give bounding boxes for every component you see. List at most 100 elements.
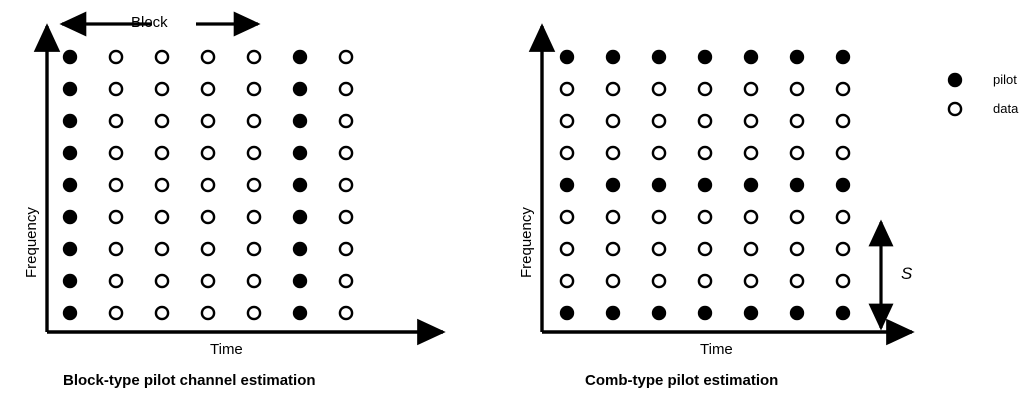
marker-data — [154, 145, 170, 161]
marker-data — [246, 113, 262, 129]
marker-data — [154, 209, 170, 225]
marker-data — [154, 305, 170, 321]
marker-data — [246, 49, 262, 65]
marker-data — [108, 273, 124, 289]
marker-pilot — [62, 177, 78, 193]
marker-data — [743, 145, 759, 161]
marker-data — [338, 177, 354, 193]
marker-data — [835, 273, 851, 289]
comb-x-axis-label: Time — [700, 341, 733, 358]
marker-pilot — [651, 177, 667, 193]
marker-data — [697, 113, 713, 129]
legend-data-label: data — [993, 101, 1019, 116]
marker-data — [605, 209, 621, 225]
marker-data — [200, 81, 216, 97]
marker-pilot — [292, 49, 308, 65]
marker-data — [246, 177, 262, 193]
marker-pilot — [559, 177, 575, 193]
marker-data — [559, 113, 575, 129]
marker-data — [154, 49, 170, 65]
marker-data — [743, 113, 759, 129]
marker-pilot — [62, 81, 78, 97]
marker-data — [789, 209, 805, 225]
marker-data — [605, 113, 621, 129]
comb-y-axis-label: Frequency — [518, 207, 535, 278]
block-type-panel — [33, 11, 446, 346]
comb-spacing-label: S — [901, 264, 913, 283]
marker-data — [108, 113, 124, 129]
marker-pilot — [559, 49, 575, 65]
block-span-label: Block — [131, 14, 168, 31]
marker-data — [338, 81, 354, 97]
marker-data — [743, 209, 759, 225]
block-y-axis-label: Frequency — [23, 207, 40, 278]
marker-data — [246, 145, 262, 161]
marker-data — [697, 241, 713, 257]
marker-pilot — [62, 49, 78, 65]
marker-data — [108, 241, 124, 257]
marker-data — [835, 209, 851, 225]
marker-data — [108, 81, 124, 97]
marker-pilot — [697, 177, 713, 193]
legend-pilot-label: pilot — [993, 72, 1017, 87]
comb-panel-caption: Comb-type pilot estimation — [585, 372, 779, 389]
marker-data — [605, 241, 621, 257]
comb-grid-markers — [559, 49, 851, 321]
marker-pilot — [62, 145, 78, 161]
marker-data — [338, 49, 354, 65]
marker-data — [743, 273, 759, 289]
marker-data — [246, 81, 262, 97]
marker-pilot — [292, 113, 308, 129]
marker-data — [246, 241, 262, 257]
marker-data — [651, 241, 667, 257]
marker-data — [835, 113, 851, 129]
marker-data — [835, 145, 851, 161]
marker-data — [697, 209, 713, 225]
marker-data — [200, 273, 216, 289]
marker-pilot — [835, 49, 851, 65]
marker-pilot — [62, 241, 78, 257]
marker-data — [338, 241, 354, 257]
marker-pilot — [743, 305, 759, 321]
marker-data — [338, 113, 354, 129]
marker-pilot — [651, 49, 667, 65]
marker-data — [108, 145, 124, 161]
marker-pilot — [835, 305, 851, 321]
marker-data — [559, 273, 575, 289]
marker-data — [154, 241, 170, 257]
marker-pilot — [62, 305, 78, 321]
marker-data — [605, 81, 621, 97]
block-panel-caption: Block-type pilot channel estimation — [63, 372, 316, 389]
marker-data — [338, 305, 354, 321]
marker-data — [154, 177, 170, 193]
marker-data — [743, 81, 759, 97]
marker-pilot — [789, 49, 805, 65]
marker-data — [246, 273, 262, 289]
marker-data — [246, 305, 262, 321]
marker-pilot — [292, 81, 308, 97]
marker-pilot — [292, 209, 308, 225]
marker-data — [108, 49, 124, 65]
marker-data — [200, 113, 216, 129]
marker-pilot — [292, 241, 308, 257]
marker-data — [605, 273, 621, 289]
marker-data — [789, 113, 805, 129]
marker-pilot — [292, 273, 308, 289]
marker-pilot — [605, 177, 621, 193]
marker-data — [651, 209, 667, 225]
marker-data — [108, 305, 124, 321]
marker-data — [697, 273, 713, 289]
marker-pilot — [789, 177, 805, 193]
marker-data — [605, 145, 621, 161]
marker-pilot — [605, 49, 621, 65]
marker-data — [743, 241, 759, 257]
marker-data — [789, 145, 805, 161]
marker-pilot — [62, 209, 78, 225]
marker-pilot — [697, 305, 713, 321]
marker-data — [651, 81, 667, 97]
marker-pilot — [292, 145, 308, 161]
marker-pilot — [697, 49, 713, 65]
marker-data — [154, 273, 170, 289]
